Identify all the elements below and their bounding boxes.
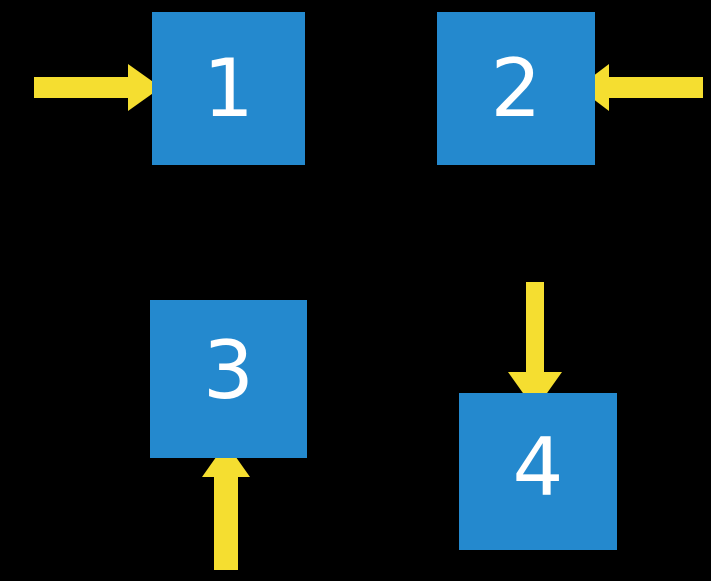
arrow-into-box-4-icon (508, 282, 562, 410)
arrow-into-box-1-icon (34, 64, 161, 111)
arrow-into-box-3-icon (202, 443, 250, 570)
node-box-1-label: 1 (203, 41, 254, 135)
arrow-into-box-2-icon (578, 64, 703, 111)
node-box-3-label: 3 (203, 324, 254, 417)
node-box-3[interactable]: 3 (150, 300, 307, 458)
node-box-2-label: 2 (490, 41, 542, 135)
node-box-2[interactable]: 2 (437, 12, 595, 165)
node-box-4[interactable]: 4 (459, 393, 617, 550)
node-box-1[interactable]: 1 (152, 12, 305, 165)
node-box-4-label: 4 (512, 420, 564, 514)
